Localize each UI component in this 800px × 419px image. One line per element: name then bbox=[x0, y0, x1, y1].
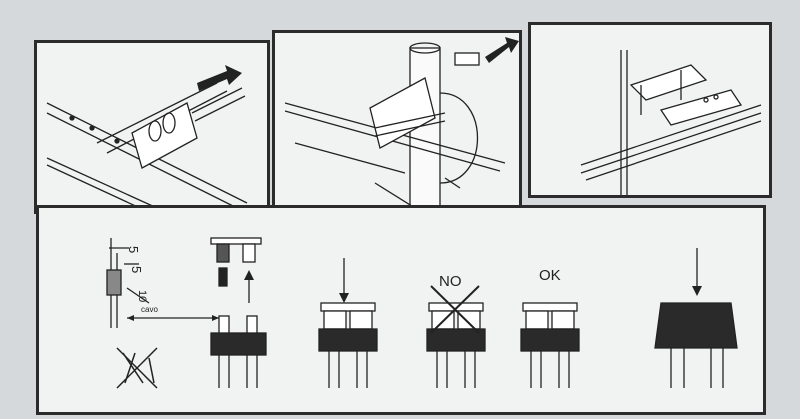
connector-base-2 bbox=[318, 258, 378, 388]
ok-label: OK bbox=[539, 267, 561, 284]
step-3-panel bbox=[528, 22, 772, 198]
cable-label: cavo bbox=[141, 305, 158, 314]
no-label: NO bbox=[439, 273, 462, 290]
measure-5-bottom: 5 bbox=[129, 266, 144, 273]
mast-clamp-illustration bbox=[284, 37, 519, 207]
wiring-illustration: 5 5 10 cavo bbox=[106, 237, 738, 389]
connector-base-no bbox=[426, 285, 486, 388]
connector-parts bbox=[210, 237, 262, 303]
connector-base-1 bbox=[210, 315, 267, 388]
no-pliers-icon bbox=[116, 347, 158, 389]
connector-base-ok bbox=[520, 302, 580, 388]
measure-10: 10 bbox=[136, 290, 148, 302]
connector-cover bbox=[654, 248, 738, 388]
wiring-panel: 5 5 10 cavo bbox=[36, 205, 766, 415]
step-2-panel bbox=[272, 30, 522, 210]
assembled-antenna-illustration bbox=[580, 50, 762, 195]
step-1-panel bbox=[34, 40, 270, 214]
measure-5-top: 5 bbox=[126, 246, 141, 253]
boom-connection-illustration bbox=[46, 65, 248, 210]
